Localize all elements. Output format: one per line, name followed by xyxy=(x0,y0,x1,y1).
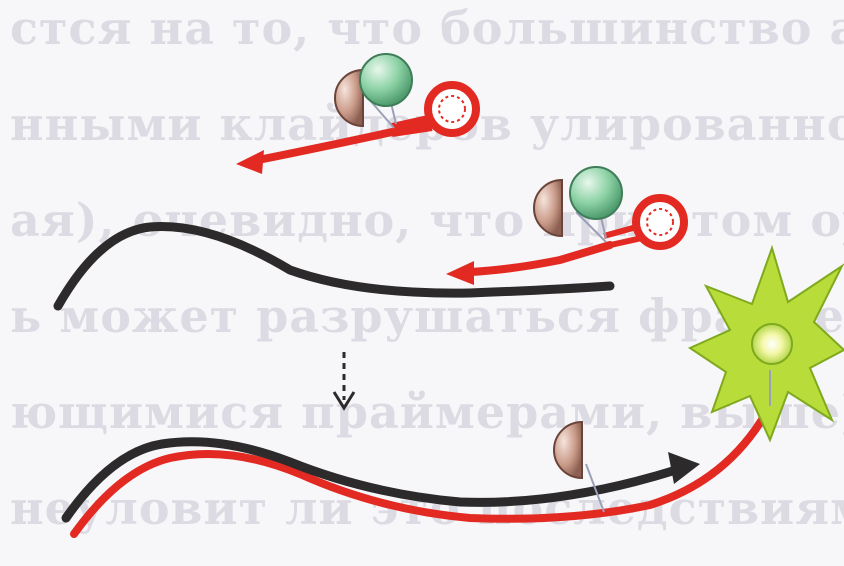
quencher-sphere-icon xyxy=(554,422,582,478)
template-strand-bottom xyxy=(66,442,676,518)
reporter-sphere-icon xyxy=(360,54,412,106)
arrowhead-left-icon xyxy=(236,150,264,174)
arrowhead-left-icon xyxy=(446,261,474,285)
hairpin-loop-icon xyxy=(428,85,476,133)
hairpin-probe-middle xyxy=(446,167,684,285)
fluorescence-burst-icon xyxy=(690,248,844,440)
quencher-sphere-icon xyxy=(335,70,363,126)
hairpin-loop-icon xyxy=(636,198,684,246)
probe-strand-top xyxy=(258,120,446,160)
quencher-sphere-icon xyxy=(534,180,562,236)
probe-strand-middle xyxy=(470,245,610,272)
hairpin-probe-top xyxy=(236,54,476,174)
dashed-down-arrow-icon xyxy=(334,352,354,408)
reporter-sphere-icon xyxy=(570,167,622,219)
arrowhead-right-icon xyxy=(668,452,700,484)
